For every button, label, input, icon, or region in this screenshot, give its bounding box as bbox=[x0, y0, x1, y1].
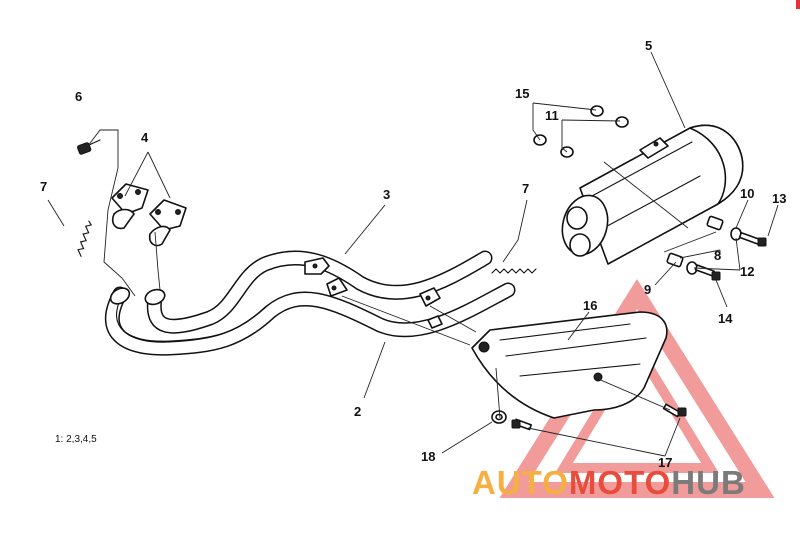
bolt-6 bbox=[77, 139, 101, 155]
pipe-brackets bbox=[304, 257, 443, 329]
spacer-10 bbox=[666, 215, 724, 268]
callout-6: 6 bbox=[75, 89, 82, 104]
callout-15: 15 bbox=[515, 86, 529, 101]
leader-lines bbox=[47, 51, 779, 457]
callout-18: 18 bbox=[421, 449, 435, 464]
bolt-13 bbox=[738, 231, 767, 247]
watermark-auto: AUTO bbox=[472, 464, 569, 501]
callout-14: 14 bbox=[718, 311, 733, 326]
exhaust-pipe-upper bbox=[146, 250, 493, 334]
callout-10: 10 bbox=[740, 186, 754, 201]
callout-4: 4 bbox=[141, 130, 149, 145]
callout-13: 13 bbox=[772, 191, 786, 206]
callout-2: 2 bbox=[354, 404, 361, 419]
watermark-moto: MOTO bbox=[569, 464, 671, 501]
washer-18 bbox=[491, 410, 507, 424]
watermark-text: AUTOMOTOHUB bbox=[472, 464, 746, 501]
exhaust-pipe-lower bbox=[104, 282, 516, 356]
manifold-flange-left bbox=[111, 183, 149, 230]
watermark-logo: AUTOMOTOHUB bbox=[472, 464, 746, 501]
bolt-17 bbox=[511, 403, 687, 431]
callout-16: 16 bbox=[583, 298, 597, 313]
spring-left bbox=[77, 220, 93, 257]
callout-7-left: 7 bbox=[40, 179, 47, 194]
corner-marker bbox=[796, 0, 800, 9]
callout-5: 5 bbox=[645, 38, 652, 53]
callout-11: 11 bbox=[545, 108, 559, 123]
callout-12: 12 bbox=[740, 264, 754, 279]
callout-9: 9 bbox=[644, 282, 651, 297]
manifold-flange-right bbox=[148, 199, 187, 247]
washer-11 bbox=[560, 116, 629, 158]
callout-3: 3 bbox=[383, 187, 390, 202]
bolt-14 bbox=[694, 264, 721, 281]
assembly-note: 1: 2,3,4,5 bbox=[55, 434, 97, 445]
watermark-hub: HUB bbox=[671, 464, 746, 501]
callout-17: 17 bbox=[658, 455, 672, 470]
pipe-end-collar-left bbox=[109, 287, 166, 306]
callout-labels: 6 4 7 3 7 2 5 15 11 10 13 8 12 9 14 16 1… bbox=[40, 38, 786, 470]
callout-7-right: 7 bbox=[522, 181, 529, 196]
heat-shield bbox=[471, 311, 668, 419]
callout-8: 8 bbox=[714, 248, 721, 263]
spring-right bbox=[491, 268, 537, 274]
muffler bbox=[561, 124, 744, 265]
